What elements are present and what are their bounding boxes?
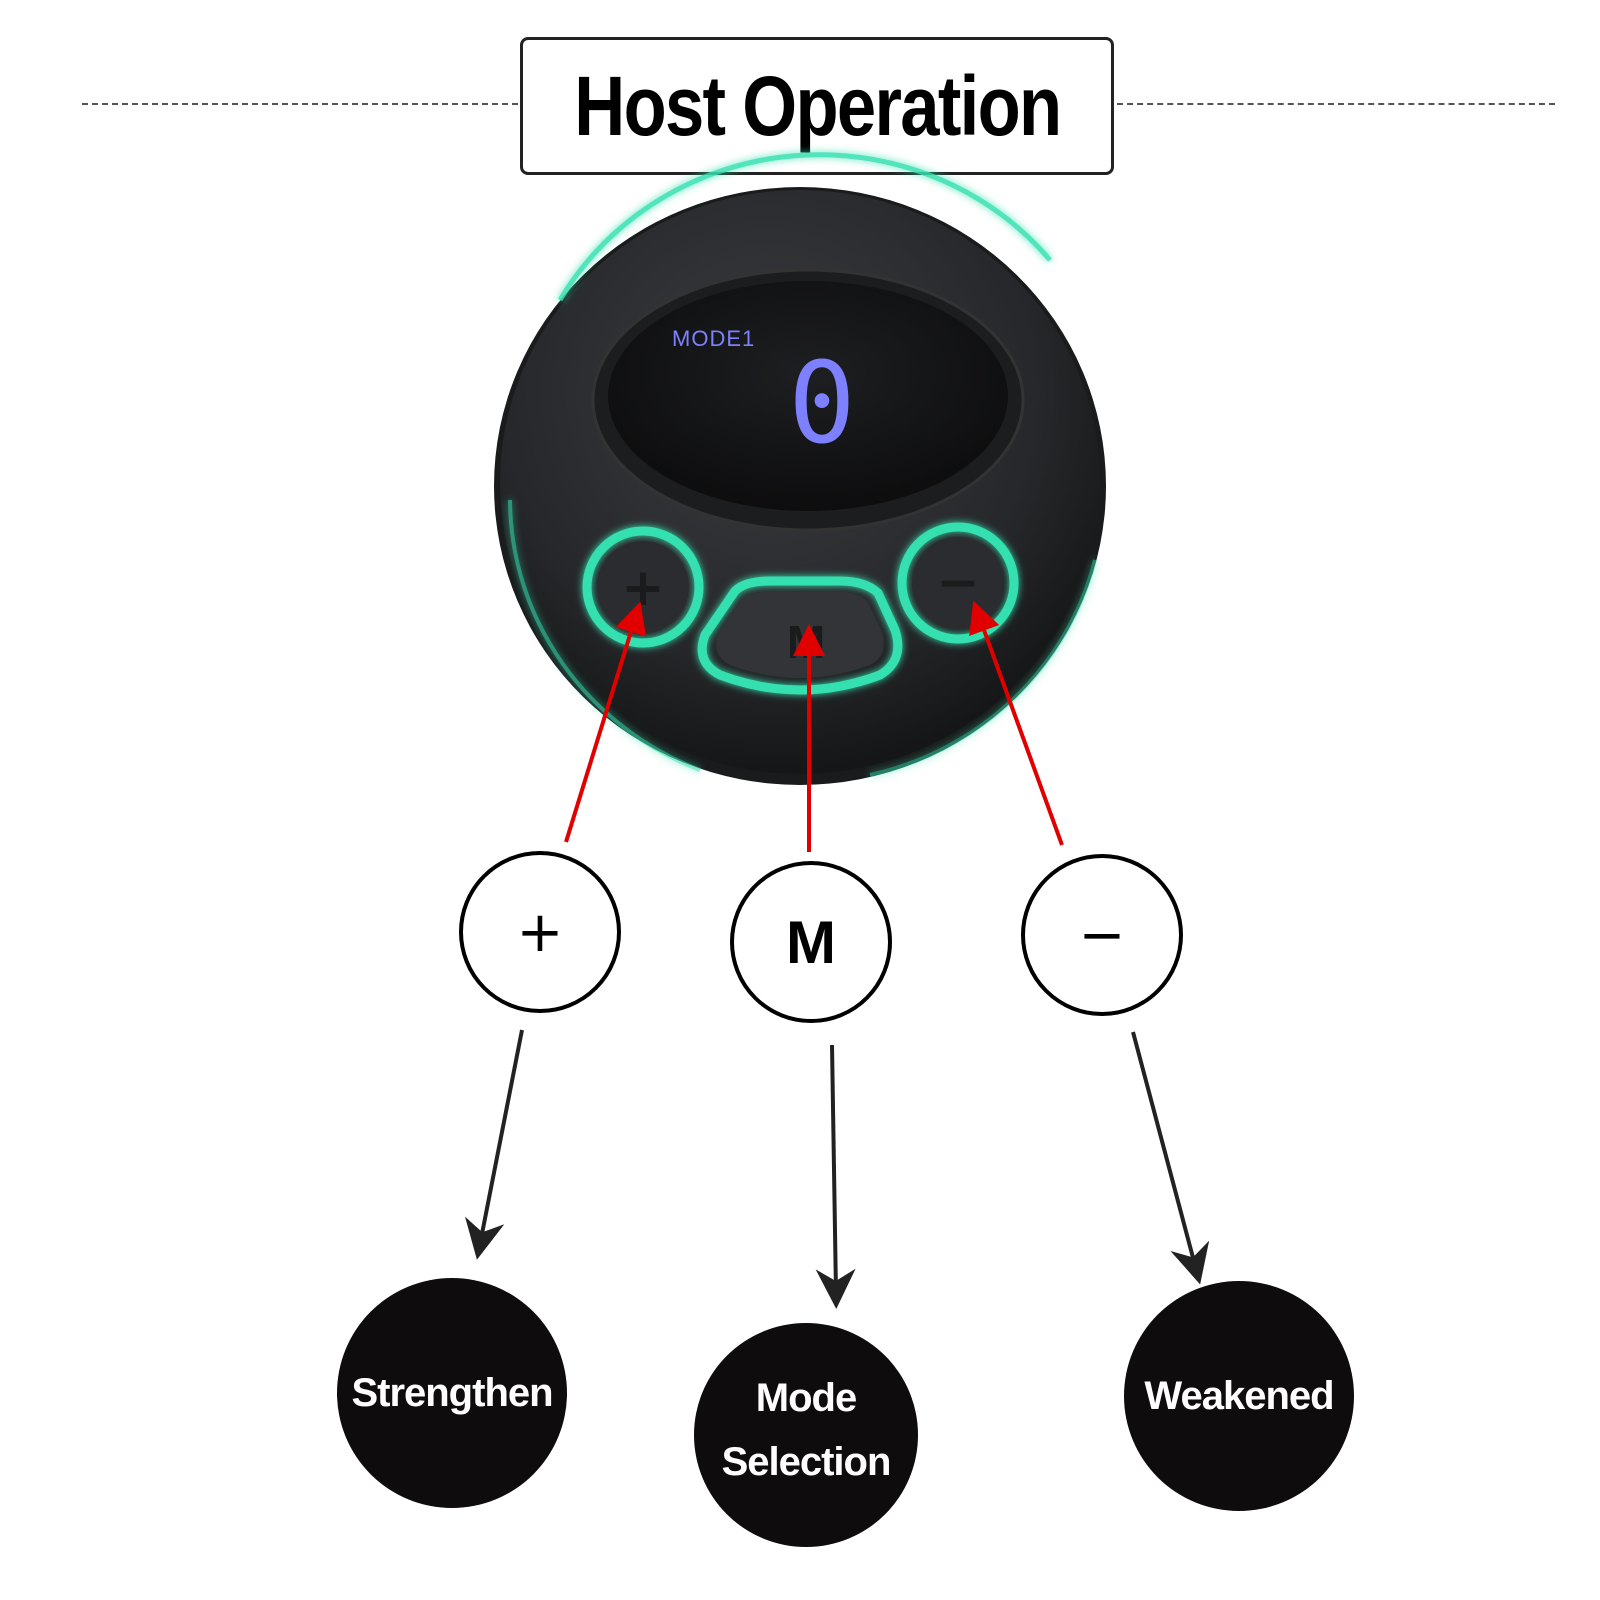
selection-label: Selection: [721, 1440, 892, 1484]
device-display: [591, 268, 1025, 532]
red-arrow-minus: [969, 600, 1064, 846]
black-arrow-plus: [464, 1029, 524, 1260]
title-box: Host Operation: [520, 37, 1114, 175]
black-arrow-minus: [1131, 1031, 1210, 1285]
mode-label: Mode: [755, 1376, 857, 1420]
weakened-label-wrap: Weakened: [1124, 1346, 1354, 1446]
device-mode-symbol: M: [787, 616, 825, 668]
strengthen-label: Strengthen: [351, 1371, 553, 1415]
device-minus-symbol: −: [936, 553, 980, 613]
strengthen-label-wrap: Strengthen: [337, 1343, 567, 1443]
strengthen-circle: [337, 1278, 567, 1508]
level-readout: 0: [788, 339, 855, 469]
weakened-label: Weakened: [1144, 1374, 1334, 1418]
plus-circle: [459, 851, 621, 1013]
device-plus-symbol: +: [621, 558, 665, 618]
dashed-rule-left: [82, 103, 518, 105]
plus-symbol: +: [516, 899, 564, 965]
dashed-rule-right: [1117, 103, 1555, 105]
mode-selection-label-wrap: Mode Selection: [694, 1345, 918, 1515]
weakened-circle: [1124, 1281, 1354, 1511]
page-title: Host Operation: [573, 58, 1062, 153]
m-circle: [730, 861, 892, 1023]
minus-circle: [1021, 854, 1183, 1016]
device-minus-button[interactable]: −: [897, 522, 1019, 644]
mode-selection-circle: [694, 1323, 918, 1547]
m-symbol: M: [786, 908, 836, 976]
device-plus-button[interactable]: +: [582, 526, 704, 648]
device-mode-text: MODE1: [672, 326, 756, 351]
black-arrow-mode: [815, 1044, 856, 1309]
red-arrow-plus: [564, 601, 647, 843]
minus-symbol: −: [1078, 902, 1126, 968]
